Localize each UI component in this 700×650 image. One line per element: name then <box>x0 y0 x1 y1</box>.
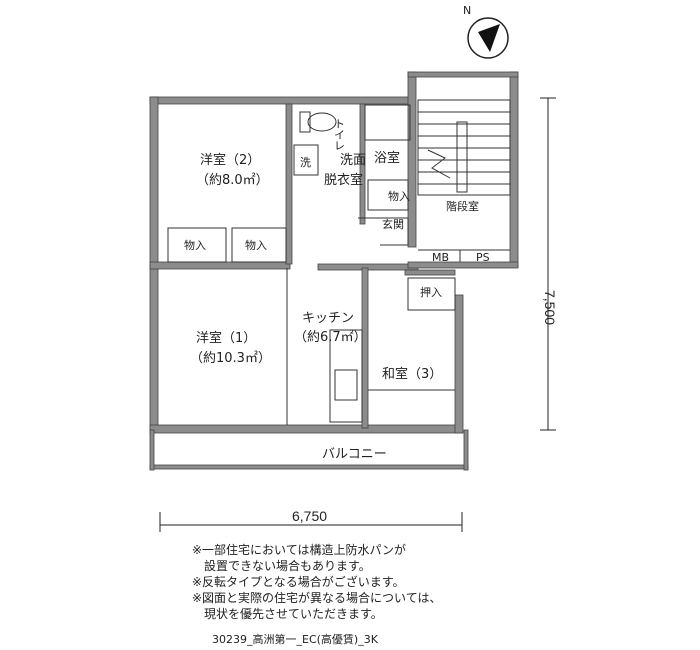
interior-lines <box>167 104 510 425</box>
western-room-2-area: （約8.0㎡） <box>196 173 269 188</box>
washroom-label-1: 洗面 <box>340 153 366 168</box>
note-line: ※反転タイプとなる場合がございます。 <box>192 575 405 589</box>
western-room-2-name: 洋室（2） <box>200 152 260 168</box>
western-room-1-area: （約10.3㎡） <box>190 351 271 366</box>
closet-label-4: 押入 <box>420 285 442 299</box>
ps-label: PS <box>476 251 490 264</box>
walls <box>149 71 519 471</box>
note-line: 現状を優先させていただきます。 <box>192 607 383 621</box>
notes: ※一部住宅においては構造上防水パンが 設置できない場合もあります。 ※反転タイプ… <box>192 542 612 622</box>
stairs <box>417 99 511 196</box>
room-labels: 洋室（2） （約8.0㎡） 洋室（1） （約10.3㎡） キッチン （約6.7㎡… <box>184 118 490 462</box>
note-line: ※図面と実際の住宅が異なる場合については、 <box>192 591 442 605</box>
washroom-label-2: 脱衣室 <box>324 172 363 188</box>
width-dimension: 6,750 <box>292 508 327 524</box>
western-room-1-name: 洋室（1） <box>196 330 256 346</box>
japanese-room-3-name: 和室（3） <box>382 366 442 382</box>
bathroom-label: 浴室 <box>374 150 400 166</box>
toilet-icon <box>299 111 337 133</box>
compass-icon: N <box>463 4 509 59</box>
dimensions <box>159 97 556 532</box>
kitchen-name: キッチン <box>302 311 354 326</box>
closet-label-3: 物入 <box>388 189 410 203</box>
closet-label-1: 物入 <box>184 238 206 252</box>
closet-label-2: 物入 <box>245 238 267 252</box>
entrance-label: 玄関 <box>382 217 404 231</box>
north-label: N <box>463 4 471 17</box>
depth-dimension: 7,500 <box>542 290 558 325</box>
mb-label: MB <box>432 251 449 264</box>
toilet-label: トイレ <box>333 118 346 151</box>
note-line: ※一部住宅においては構造上防水パンが <box>192 543 407 557</box>
kitchen-area: （約6.7㎡） <box>294 330 367 345</box>
balcony-label: バルコニー <box>322 447 387 462</box>
washer-label: 洗 <box>300 156 311 169</box>
plan-code: 30239_高洲第一_EC(高優賃)_3K <box>212 633 378 646</box>
staircase-label: 階段室 <box>446 199 479 213</box>
note-line: 設置できない場合もあります。 <box>192 559 371 573</box>
